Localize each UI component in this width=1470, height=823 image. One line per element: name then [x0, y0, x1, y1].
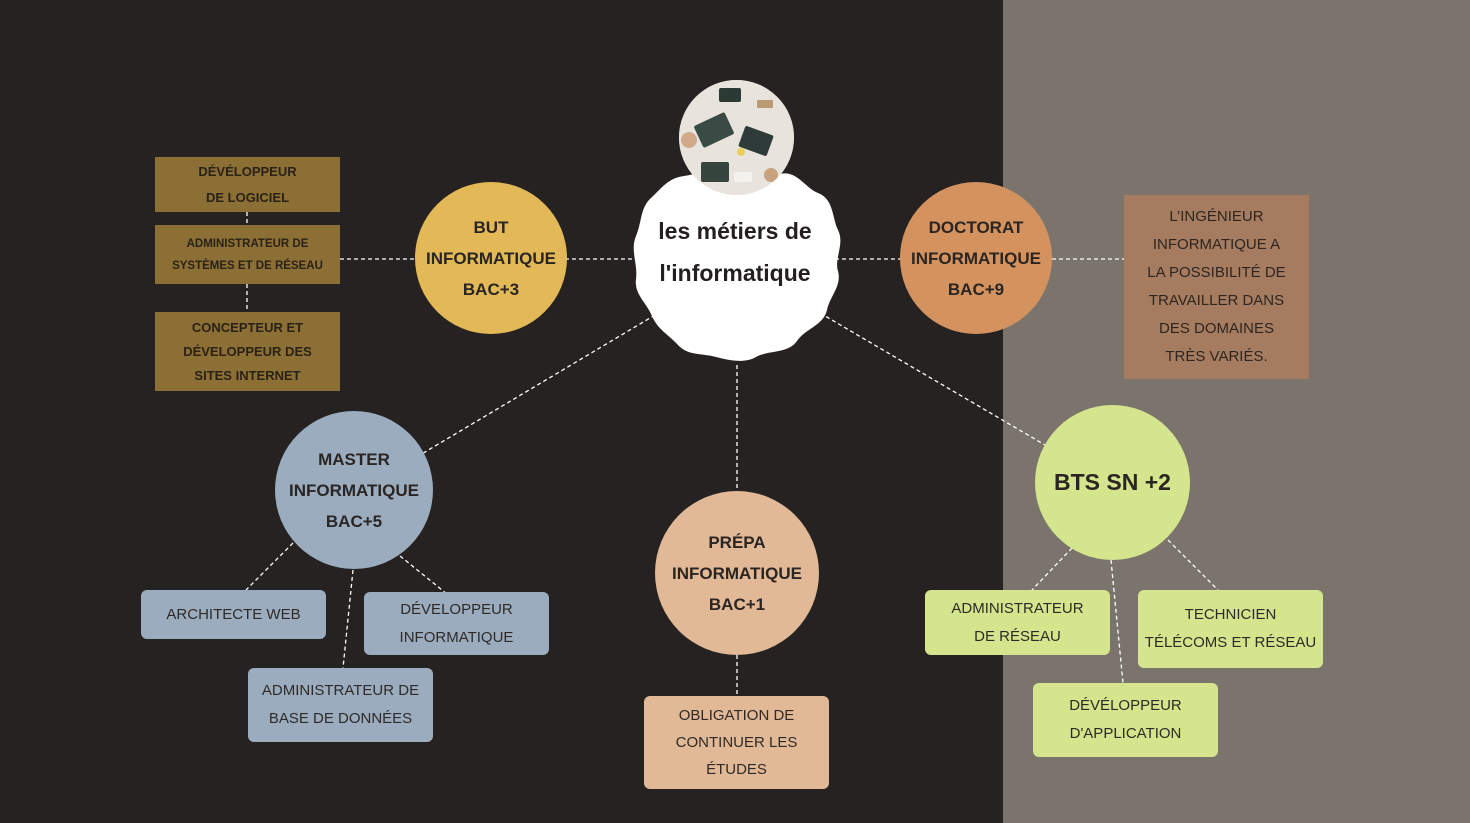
box-obligation: OBLIGATION DE CONTINUER LES ÉTUDES	[644, 696, 829, 789]
master-node: MASTER INFORMATIQUE BAC+5	[275, 411, 433, 569]
ingenieur-line-1: L’INGÉNIEUR	[1169, 208, 1264, 225]
box-concepteur: CONCEPTEUR ET DÉVELOPPEUR DES SITES INTE…	[155, 312, 340, 391]
master-line-2: INFORMATIQUE	[288, 480, 419, 500]
box-admin-reseau: ADMINISTRATEUR DE RÉSEAU	[925, 590, 1110, 655]
obligation-line-1: OBLIGATION DE	[678, 707, 795, 724]
connector-master-admin-bdd	[342, 569, 354, 669]
box-architecte-web: ARCHITECTE WEB	[141, 590, 326, 639]
but-line-2: INFORMATIQUE	[425, 248, 556, 268]
dev-app-line-1: DÉVÉLOPPEUR	[1069, 697, 1182, 714]
admin-bdd-line-1: ADMINISTRATEUR DE	[261, 682, 420, 699]
box-dev-application: DÉVÉLOPPEUR D'APPLICATION	[1033, 683, 1218, 757]
dev-logiciel-line-2: DE LOGICIEL	[205, 189, 290, 205]
connector-center-master	[419, 314, 656, 456]
box-dev-informatique: DÉVELOPPEUR INFORMATIQUE	[364, 592, 549, 655]
connector-bts-technicien	[1167, 539, 1219, 591]
prepa-line-3: BAC+1	[708, 594, 766, 614]
connector-bts-admin-reseau	[1031, 547, 1073, 591]
but-node: BUT INFORMATIQUE BAC+3	[415, 182, 567, 334]
architecte-line-1: ARCHITECTE WEB	[166, 605, 301, 623]
dev-info-line-2: INFORMATIQUE	[399, 628, 514, 646]
connector-bts-dev-app	[1110, 559, 1124, 684]
center-title-line-2: l'informatique	[659, 260, 811, 286]
dev-logiciel-line-1: DÉVÉLOPPEUR	[198, 163, 297, 179]
prepa-line-1: PRÉPA	[708, 532, 766, 552]
bts-node: BTS SN +2	[1035, 405, 1190, 560]
admin-reseau-line-1: ADMINISTRATEUR	[951, 599, 1084, 617]
doctorat-node: DOCTORAT INFORMATIQUE BAC+9	[900, 182, 1052, 334]
but-line-3: BAC+3	[462, 279, 520, 299]
center-title-line-1: les métiers de	[658, 218, 812, 244]
concepteur-line-1: CONCEPTEUR ET	[191, 319, 304, 335]
admin-reseau-line-2: DE RÉSEAU	[974, 627, 1061, 645]
doctorat-line-1: DOCTORAT	[928, 217, 1024, 237]
box-admin-systemes: ADMINISTRATEUR DE SYSTÈMES ET DE RÉSEAU	[155, 225, 340, 284]
admin-sys-line-1: ADMINISTRATEUR DE	[186, 237, 309, 250]
concepteur-line-2: DÉVELOPPEUR DES	[183, 343, 312, 359]
connector-center-bts	[819, 312, 1046, 446]
master-line-3: BAC+5	[325, 511, 383, 531]
box-dev-logiciel: DÉVÉLOPPEUR DE LOGICIEL	[155, 157, 340, 212]
box-technicien: TECHNICIEN TÉLÉCOMS ET RÉSEAU	[1138, 590, 1323, 668]
doctorat-line-3: BAC+9	[947, 279, 1005, 299]
ingenieur-line-2: INFORMATIQUE A	[1152, 236, 1281, 253]
box-ingenieur: L’INGÉNIEUR INFORMATIQUE A LA POSSIBILIT…	[1124, 195, 1309, 379]
but-line-1: BUT	[473, 217, 509, 237]
doctorat-line-2: INFORMATIQUE	[910, 248, 1041, 268]
prepa-line-2: INFORMATIQUE	[671, 563, 802, 583]
concepteur-line-3: SITES INTERNET	[194, 367, 301, 383]
technicien-line-1: TECHNICIEN	[1184, 606, 1277, 623]
prepa-node: PRÉPA INFORMATIQUE BAC+1	[655, 491, 819, 655]
ingenieur-line-4: TRAVAILLER DANS	[1148, 292, 1285, 309]
ingenieur-line-3: LA POSSIBILITÉ DE	[1147, 264, 1286, 281]
master-line-1: MASTER	[318, 449, 390, 469]
obligation-line-3: ÉTUDES	[706, 761, 767, 778]
bts-line-1: BTS SN +2	[1054, 469, 1171, 495]
technicien-line-2: TÉLÉCOMS ET RÉSEAU	[1144, 634, 1317, 651]
obligation-line-2: CONTINUER LES	[675, 734, 798, 751]
ingenieur-line-6: TRÈS VARIÉS.	[1165, 348, 1268, 365]
connector-master-dev-info	[399, 555, 448, 595]
ingenieur-line-5: DES DOMAINES	[1158, 320, 1275, 337]
box-admin-bdd: ADMINISTRATEUR DE BASE DE DONNÉES	[248, 668, 433, 742]
admin-bdd-line-2: BASE DE DONNÉES	[268, 710, 413, 727]
center-title: les métiers de l'informatique	[630, 210, 840, 294]
dev-info-line-1: DÉVELOPPEUR	[400, 600, 513, 618]
connector-master-architecte	[245, 542, 294, 591]
photo-laptops-image	[679, 80, 794, 195]
center-photo	[679, 80, 794, 195]
dev-app-line-2: D'APPLICATION	[1069, 725, 1182, 742]
center-cloud-shape	[633, 168, 841, 361]
admin-sys-line-2: SYSTÈMES ET DE RÉSEAU	[172, 259, 323, 272]
